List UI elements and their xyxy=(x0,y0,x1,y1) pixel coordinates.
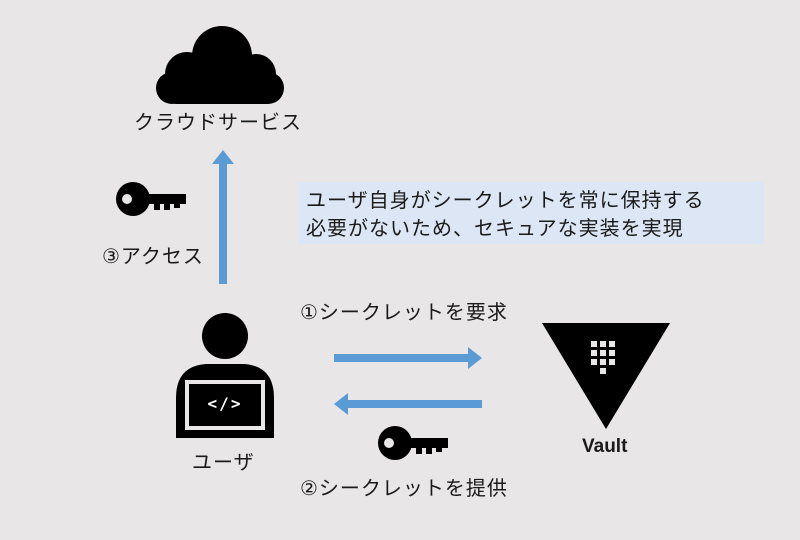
access-arrow xyxy=(212,150,234,284)
request-arrow xyxy=(334,347,482,369)
cloud-icon xyxy=(156,26,284,104)
key-icon xyxy=(378,426,448,460)
key-icon xyxy=(116,182,186,216)
provide-step-label: ②シークレットを提供 xyxy=(300,476,508,500)
cloud-service-label: クラウドサービス xyxy=(134,110,302,134)
vault-triangle-icon xyxy=(542,323,670,429)
request-step-label: ①シークレットを要求 xyxy=(300,300,508,324)
access-step-label: ③アクセス xyxy=(102,244,204,268)
vault-label: Vault xyxy=(582,436,628,457)
user-label: ユーザ xyxy=(192,450,255,474)
provide-arrow xyxy=(334,393,482,415)
user-with-laptop-icon xyxy=(176,313,274,438)
note-line-2: 必要がないため、セキュアな実装を実現 xyxy=(306,216,684,240)
note-box: ユーザ自身がシークレットを常に保持する 必要がないため、セキュアな実装を実現 xyxy=(298,182,764,244)
laptop-code-glyph: </> xyxy=(207,394,243,413)
note-line-1: ユーザ自身がシークレットを常に保持する xyxy=(306,188,705,212)
